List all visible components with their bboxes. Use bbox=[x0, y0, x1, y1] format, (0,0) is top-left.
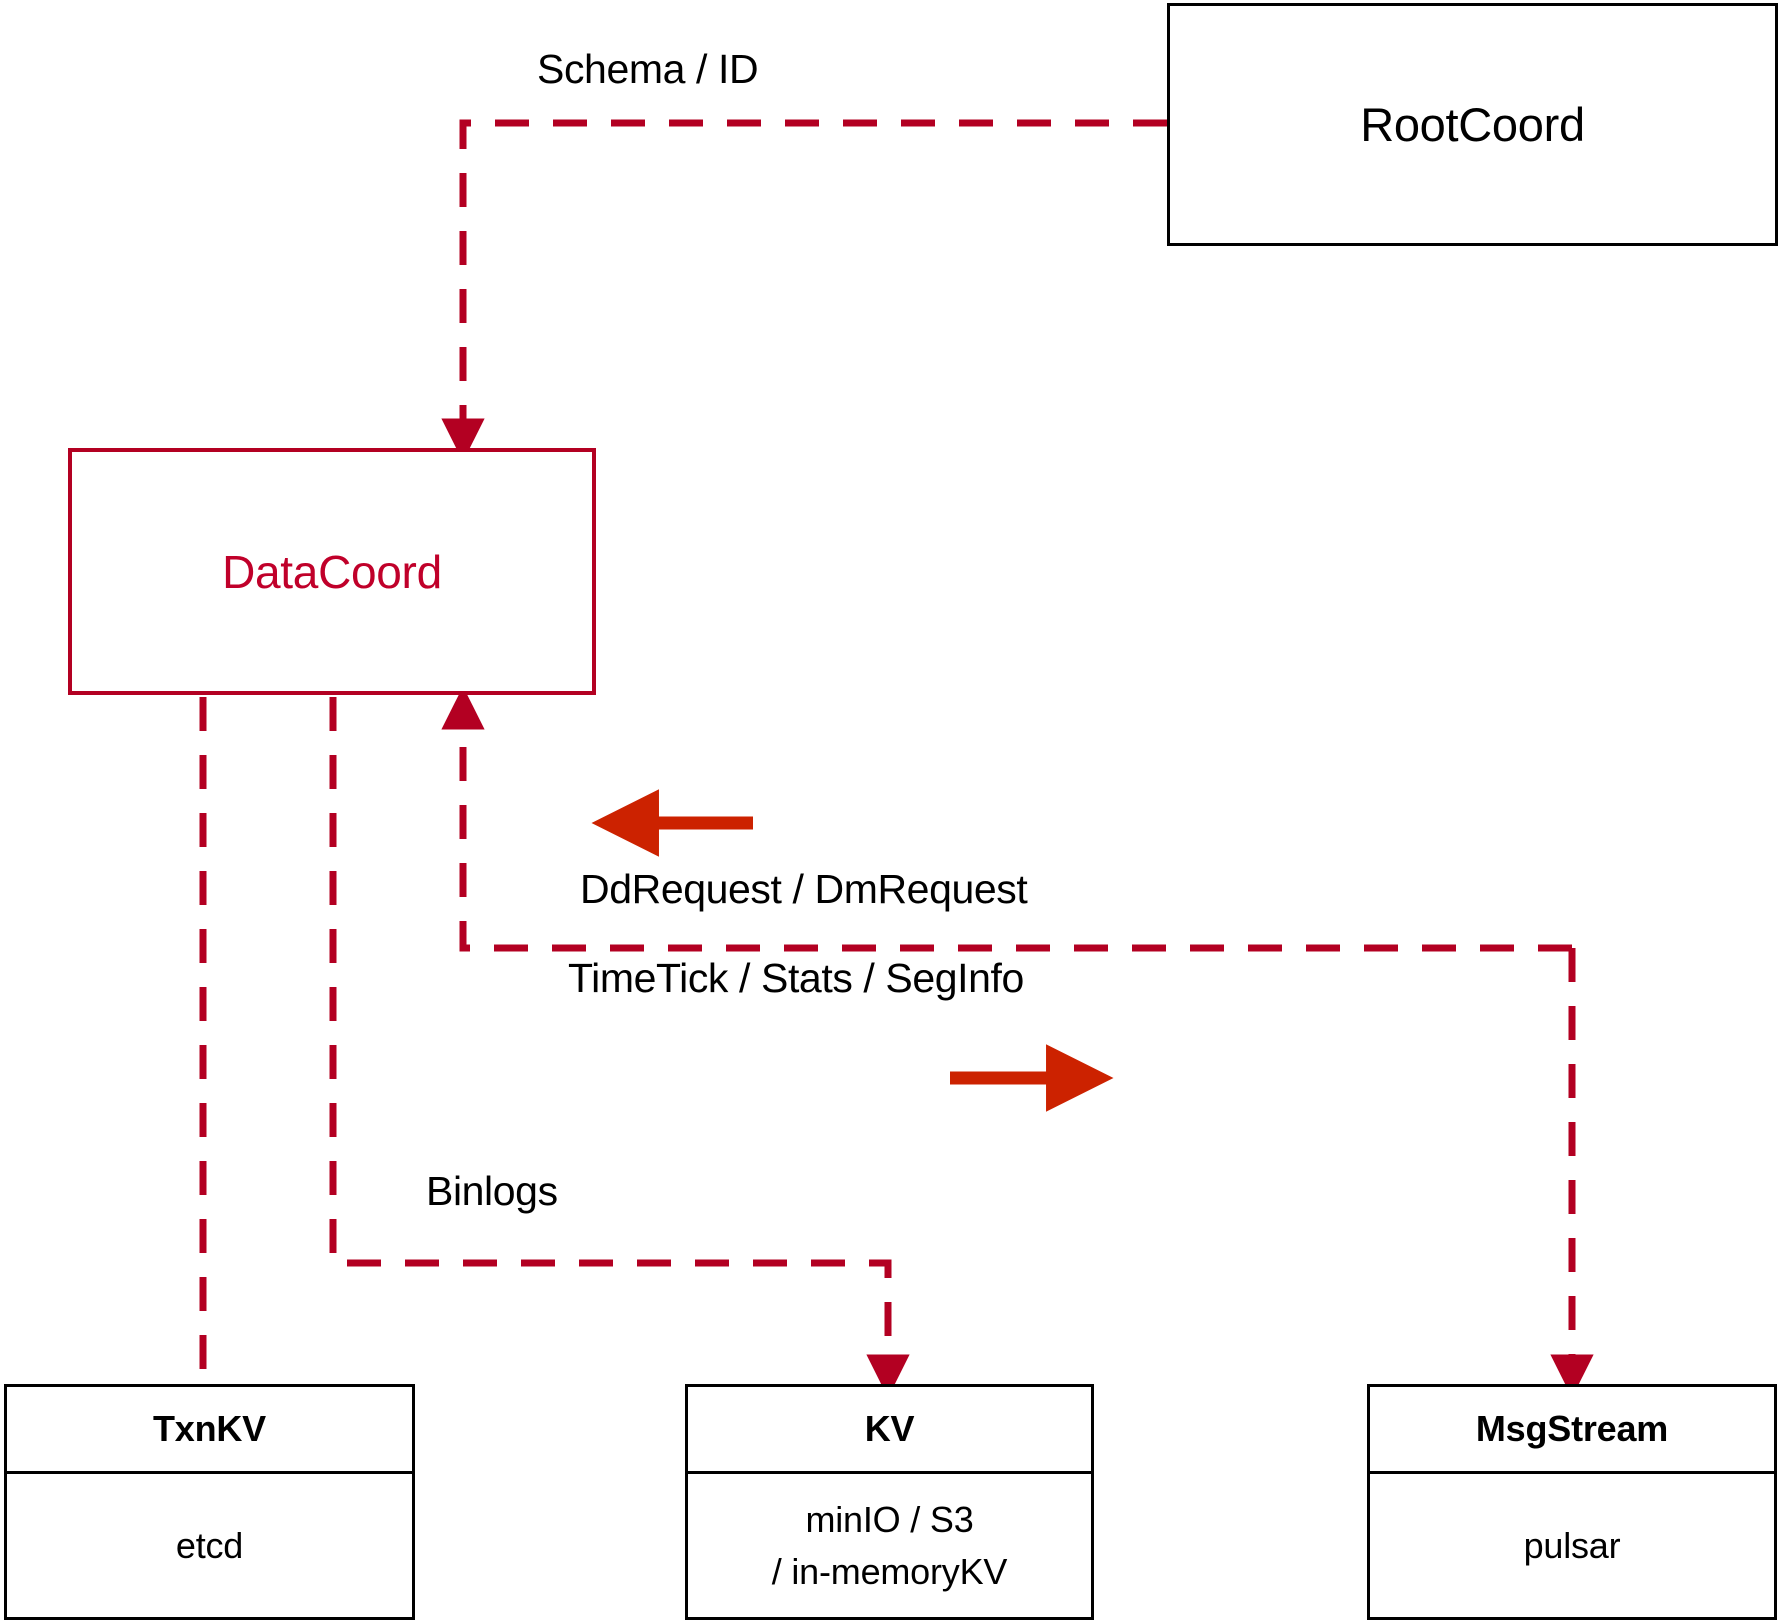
node-msgstream[interactable]: MsgStream pulsar bbox=[1367, 1384, 1777, 1620]
node-datacoord[interactable]: DataCoord bbox=[68, 448, 596, 695]
node-kv[interactable]: KV minIO / S3 / in-memoryKV bbox=[685, 1384, 1094, 1620]
node-kv-impl-0: minIO / S3 bbox=[805, 1499, 974, 1541]
node-txnkv[interactable]: TxnKV etcd bbox=[4, 1384, 415, 1620]
node-kv-impl-1: / in-memoryKV bbox=[771, 1550, 1008, 1592]
node-msgstream-body: pulsar bbox=[1370, 1474, 1774, 1617]
node-txnkv-impl-0: etcd bbox=[175, 1524, 244, 1566]
edge-label-binlogs: Binlogs bbox=[426, 1168, 558, 1214]
node-txnkv-body: etcd bbox=[7, 1474, 412, 1617]
connector-datacoord-to-kv bbox=[329, 697, 910, 1398]
node-rootcoord[interactable]: RootCoord bbox=[1167, 3, 1778, 246]
connector-rootcoord-to-datacoord bbox=[441, 119, 1167, 462]
node-kv-title: KV bbox=[688, 1387, 1091, 1474]
connector-msgstream-to-datacoord bbox=[441, 686, 1572, 952]
node-msgstream-title: MsgStream bbox=[1370, 1387, 1774, 1474]
node-rootcoord-label: RootCoord bbox=[1360, 98, 1585, 151]
node-datacoord-label: DataCoord bbox=[222, 545, 442, 598]
node-msgstream-impl-0: pulsar bbox=[1523, 1524, 1621, 1566]
node-txnkv-title: TxnKV bbox=[7, 1387, 412, 1474]
edge-label-timetick: TimeTick / Stats / SegInfo bbox=[568, 955, 1024, 1001]
edge-label-ddrequest: DdRequest / DmRequest bbox=[580, 866, 1028, 912]
node-kv-body: minIO / S3 / in-memoryKV bbox=[688, 1474, 1091, 1617]
edge-label-schema-id: Schema / ID bbox=[537, 46, 759, 92]
